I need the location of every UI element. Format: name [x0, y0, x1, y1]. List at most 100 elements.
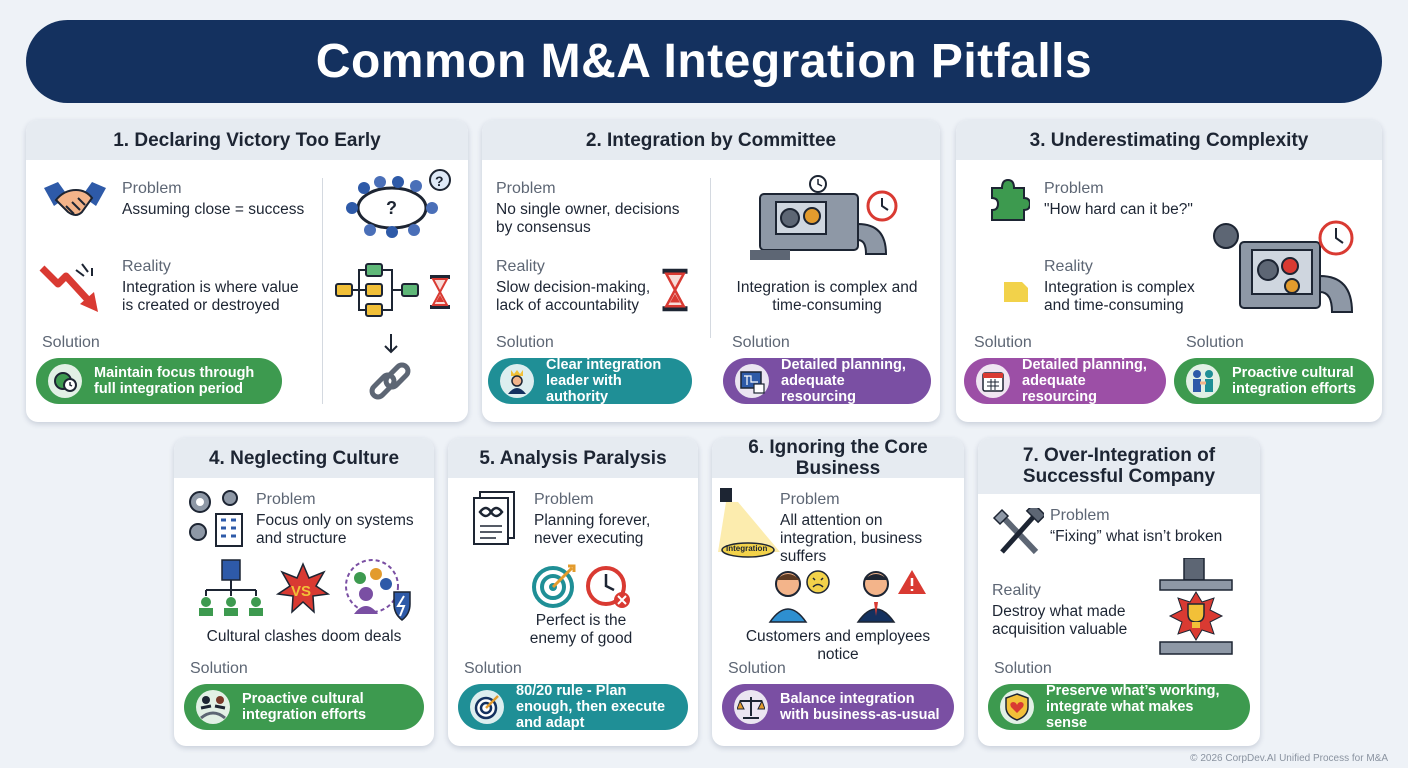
reality-text: Perfect is the enemy of good — [529, 612, 633, 647]
press-trophy-icon — [1159, 558, 1233, 655]
title-banner: Common M&A Integration Pitfalls — [26, 20, 1382, 103]
falling-chart-icon — [39, 263, 98, 312]
document-loop-icon — [473, 491, 515, 545]
solution-pill-right: Detailed planning, adequate resourcing — [723, 357, 931, 405]
machine-gears-icon — [750, 175, 898, 260]
solution-text: Balance integration with business-as-usu… — [780, 691, 940, 723]
solution-text: Maintain focus through full integration … — [94, 365, 255, 397]
reality-text: Integration is complex and time-consumin… — [1044, 279, 1195, 314]
card-title: 5. Analysis Paralysis — [448, 438, 698, 478]
gear-clock-icon — [48, 364, 82, 398]
problem-text: “Fixing” what isn’t broken — [1050, 528, 1223, 545]
reality-text: Customers and employees notice — [745, 628, 931, 663]
solution-label: Solution — [496, 334, 554, 351]
pitfall-card-2: 2. Integration by Committee Problem No s… — [482, 120, 940, 422]
machine-gears-icon — [1213, 220, 1354, 313]
problem-text: Focus only on systems and structure — [256, 512, 414, 547]
solution-label: Solution — [732, 334, 790, 351]
leader-crown-icon — [500, 364, 534, 398]
reality-text: Slow decision-making, lack of accountabi… — [496, 279, 651, 314]
reality-label: Reality — [1044, 258, 1093, 275]
spotlight-icon — [718, 488, 780, 558]
solution-pill: Maintain focus through full integration … — [36, 358, 282, 404]
pitfall-card-3: 3. Underestimating Complexity Problem "H… — [956, 120, 1382, 422]
solution-pill-right: Proactive cultural integration efforts — [1174, 358, 1374, 404]
card-title: 7. Over-Integration of Successful Compan… — [978, 438, 1260, 494]
solution-pill: Proactive cultural integration efforts — [184, 684, 424, 730]
solution-text: Proactive cultural integration efforts — [242, 691, 367, 723]
solution-pill: Balance integration with business-as-usu… — [722, 684, 954, 730]
problem-text: Planning forever, never executing — [534, 512, 651, 547]
solution-text: Detailed planning, adequate resourcing — [781, 357, 906, 405]
card-title: 6. Ignoring the Core Business — [712, 438, 964, 479]
spotlight-label: Integration — [726, 544, 768, 553]
card-title: 3. Underestimating Complexity — [956, 120, 1382, 160]
solution-text: 80/20 rule - Plan enough, then execute a… — [516, 683, 666, 731]
pitfall-card-1: 1. Declaring Victory Too Early Problem A… — [26, 120, 468, 422]
solution-label: Solution — [42, 334, 100, 351]
meeting-table-icon: ? ? — [346, 169, 451, 238]
solution-pill: Preserve what’s working, integrate what … — [988, 683, 1250, 731]
reality-text: Destroy what made acquisition valuable — [992, 603, 1128, 638]
target-icon — [532, 564, 576, 608]
people-bridge-icon — [196, 690, 230, 724]
solution-pill: 80/20 rule - Plan enough, then execute a… — [458, 683, 688, 731]
problem-text: Assuming close = success — [122, 201, 305, 218]
problem-text: All attention on integration, business s… — [780, 512, 923, 565]
problem-label: Problem — [780, 491, 840, 508]
sticky-note-icon — [1004, 282, 1028, 302]
solution-text: Clear integration leader with authority — [546, 357, 662, 405]
hourglass-icon — [662, 268, 688, 312]
problem-text: No single owner, decisions by consensus — [496, 201, 680, 236]
solution-pill: Clear integration leader with authority — [488, 357, 692, 405]
handshake-icon — [44, 182, 106, 216]
copyright-footer: © 2026 CorpDev.AI Unified Process for M&… — [1190, 753, 1388, 764]
reality-text: Cultural clashes doom deals — [206, 628, 402, 645]
svg-text:VS: VS — [291, 583, 311, 600]
employee-warning-icon — [856, 570, 926, 623]
problem-label: Problem — [496, 180, 556, 197]
problem-label: Problem — [534, 491, 594, 508]
solution-label: Solution — [464, 660, 522, 677]
hourglass-icon — [430, 275, 450, 309]
worried-customer-icon — [768, 570, 830, 623]
pitfall-card-7: 7. Over-Integration of Successful Compan… — [978, 438, 1260, 746]
solution-text: Proactive cultural integration efforts — [1232, 365, 1357, 397]
team-shield-icon — [345, 559, 411, 621]
card-divider — [322, 178, 323, 404]
reality-label: Reality — [496, 258, 545, 275]
problem-label: Problem — [1044, 180, 1104, 197]
shield-heart-icon — [1000, 690, 1034, 724]
svg-text:?: ? — [435, 173, 444, 189]
problem-text: "How hard can it be?" — [1044, 201, 1193, 218]
chain-link-icon — [369, 362, 411, 400]
card-title: 4. Neglecting Culture — [174, 438, 434, 478]
solution-pill: Detailed planning, adequate resourcing — [964, 357, 1166, 405]
solution-text: Preserve what’s working, integrate what … — [1046, 683, 1220, 731]
problem-label: Problem — [256, 491, 316, 508]
card-title: 1. Declaring Victory Too Early — [26, 120, 468, 160]
puzzle-piece-icon — [991, 178, 1030, 221]
versus-icon: VS — [276, 562, 330, 614]
pitfall-card-6: 6. Ignoring the Core Business Integratio… — [712, 438, 964, 746]
org-chart-icon — [199, 559, 263, 616]
solution-label: Solution — [190, 660, 248, 677]
solution-label: Solution — [974, 334, 1032, 351]
card-title: 2. Integration by Committee — [482, 120, 940, 160]
blueprint-icon — [735, 364, 769, 398]
problem-label: Problem — [1050, 507, 1110, 524]
reality-right-text: Integration is complex and time-consumin… — [736, 279, 918, 314]
process-flow-icon — [335, 263, 419, 317]
calendar-icon — [976, 364, 1010, 398]
reality-label: Reality — [992, 582, 1041, 599]
svg-text:?: ? — [386, 198, 397, 218]
gears-building-icon — [189, 490, 243, 547]
reality-label: Reality — [122, 258, 171, 275]
pitfall-card-5: 5. Analysis Paralysis Problem Planning f… — [448, 438, 698, 746]
card-divider — [710, 178, 711, 338]
solution-label: Solution — [1186, 334, 1244, 351]
problem-label: Problem — [122, 180, 182, 197]
page-title: Common M&A Integration Pitfalls — [315, 35, 1093, 88]
target-arrow-icon — [470, 690, 504, 724]
clock-x-icon — [586, 566, 630, 608]
